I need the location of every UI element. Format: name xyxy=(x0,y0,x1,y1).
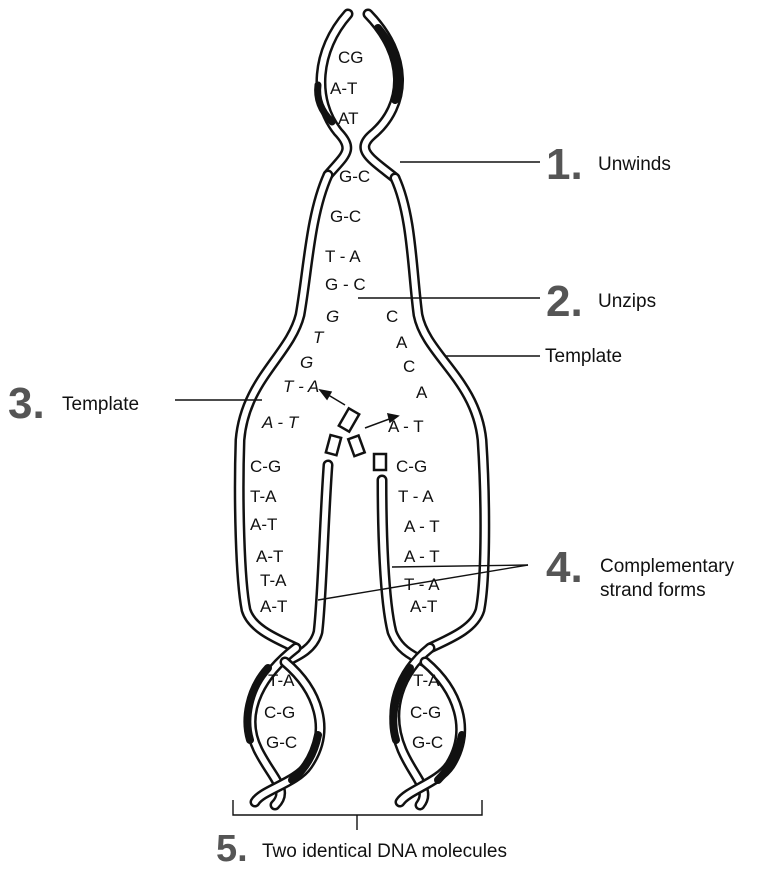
leader-line-complementary-left xyxy=(318,565,528,600)
base-pair: G - C xyxy=(325,275,366,294)
base-pair: C-G xyxy=(396,457,427,476)
label-template-right: Template xyxy=(545,346,622,367)
base: C xyxy=(386,307,398,326)
base-pair: G-C xyxy=(412,733,443,752)
arrowhead-left xyxy=(320,390,331,399)
base-pair: G-C xyxy=(330,207,361,226)
step-text: Template xyxy=(62,394,139,415)
step-number: 1. xyxy=(546,140,583,189)
base-pair: C-G xyxy=(410,703,441,722)
pairing-arrows xyxy=(320,390,398,428)
nucleotide-fragment xyxy=(348,435,364,456)
base-pair: T - A xyxy=(325,247,361,266)
base-pair: T-A xyxy=(413,671,440,690)
base-pair: A-T xyxy=(250,515,277,534)
base-pair: A-T xyxy=(256,547,283,566)
nucleotide-fragment xyxy=(374,454,386,470)
base: G xyxy=(300,353,313,372)
base-pair: G-C xyxy=(339,167,370,186)
step-labels: 1. Unwinds 2. Unzips Template 3. Templat… xyxy=(8,140,735,866)
base-pair: C-G xyxy=(250,457,281,476)
base-pair: CG xyxy=(338,48,364,67)
base-pair: T-A xyxy=(250,487,277,506)
step-text: Unwinds xyxy=(598,154,671,175)
step-text: Two identical DNA molecules xyxy=(262,841,507,862)
base: A - T xyxy=(261,413,300,432)
label-step-2: 2. Unzips xyxy=(546,277,656,326)
step-number: 2. xyxy=(546,277,583,326)
label-step-1: 1. Unwinds xyxy=(546,140,671,189)
base: A xyxy=(416,383,428,402)
base-pair: A-T xyxy=(330,79,357,98)
step-number: 5. xyxy=(216,828,248,866)
base-pair: AT xyxy=(338,109,358,128)
base: T - A xyxy=(283,377,319,396)
label-step-5: 5. Two identical DNA molecules xyxy=(216,828,507,866)
base: C xyxy=(403,357,415,376)
base: G xyxy=(326,307,339,326)
step-text-line2: strand forms xyxy=(600,580,706,601)
label-step-4: 4. Complementary strand forms xyxy=(546,543,735,601)
base-pair: A - T xyxy=(404,547,440,566)
base-pair: A-T xyxy=(260,597,287,616)
base-pair: C-G xyxy=(264,703,295,722)
base-pair: A - T xyxy=(404,517,440,536)
base: T xyxy=(313,328,325,347)
nucleotide-fragment xyxy=(326,435,341,455)
base: A - T xyxy=(388,417,424,436)
step-number: 3. xyxy=(8,379,45,428)
free-nucleotides xyxy=(326,408,386,470)
base-pair: G-C xyxy=(266,733,297,752)
base: A xyxy=(396,333,408,352)
base-pair: T-A xyxy=(268,671,295,690)
base-pair: A-T xyxy=(410,597,437,616)
nucleotide-fragment xyxy=(339,408,359,431)
step-number: 4. xyxy=(546,543,583,592)
base-pair: T - A xyxy=(398,487,434,506)
base-pair: T-A xyxy=(260,571,287,590)
label-step-3: 3. Template xyxy=(8,379,139,428)
step-text: Unzips xyxy=(598,291,656,312)
step-text-line1: Complementary xyxy=(600,556,735,577)
